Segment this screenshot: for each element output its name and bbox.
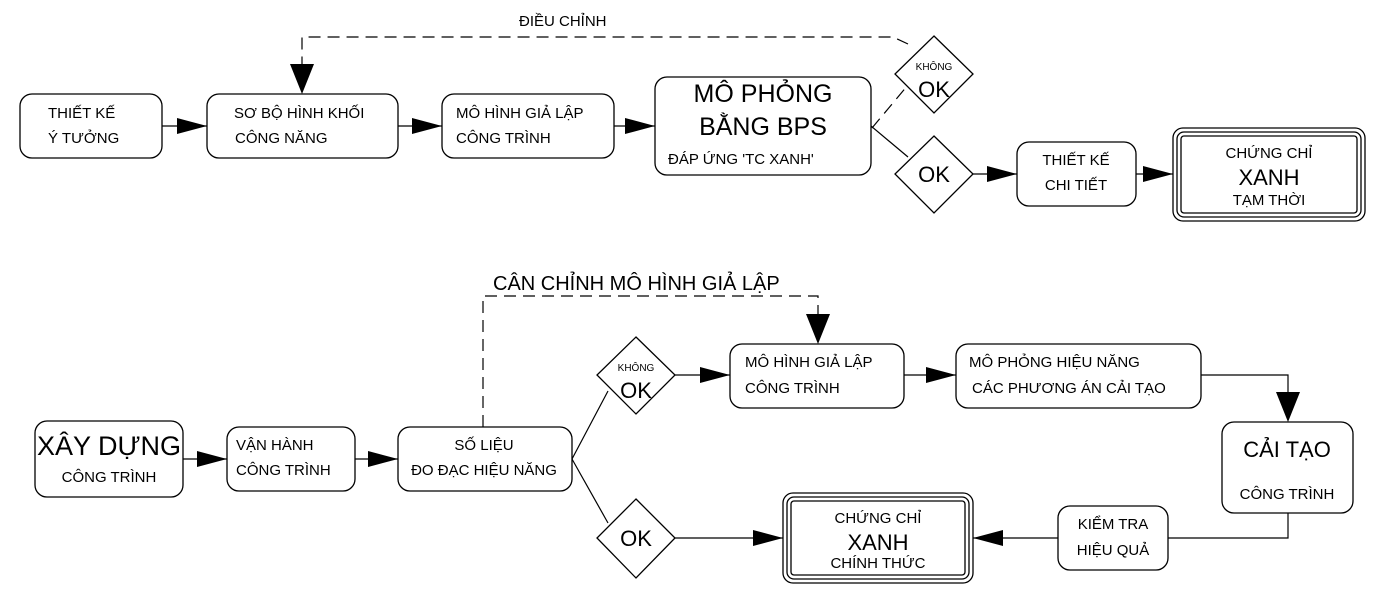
svg-text:CHÍNH THỨC: CHÍNH THỨC [830,555,925,572]
svg-text:CÔNG TRÌNH: CÔNG TRÌNH [745,380,840,397]
svg-text:KIỂM TRA: KIỂM TRA [1078,515,1149,533]
node-preliminary-massing[interactable]: SƠ BỘ HÌNH KHỐI CÔNG NĂNG [206,93,399,159]
calibration-loop-line [482,295,819,427]
svg-text:SỐ LIỆU: SỐ LIỆU [454,436,513,454]
decision-not-ok[interactable]: KHÔNG OK [894,35,974,114]
arrowhead [1276,392,1300,422]
node-performance-data[interactable]: SỐ LIỆU ĐO ĐẠC HIỆU NĂNG [397,426,573,492]
svg-text:HIỆU QUẢ: HIỆU QUẢ [1077,542,1150,559]
branch-ok-line [571,458,609,524]
calibration-arrowhead [806,314,830,344]
svg-text:CHỨNG CHỈ: CHỨNG CHỈ [835,510,922,527]
svg-text:MÔ PHỎNG HIỆU NĂNG: MÔ PHỎNG HIỆU NĂNG [969,353,1140,371]
svg-text:CÔNG TRÌNH: CÔNG TRÌNH [1240,486,1335,503]
svg-text:ĐÁP ỨNG 'TC XANH': ĐÁP ỨNG 'TC XANH' [668,151,814,168]
node-simulation-model[interactable]: MÔ HÌNH GIẢ LẬP CÔNG TRÌNH [441,93,615,159]
svg-text:OK: OK [620,526,652,551]
svg-text:CÔNG TRÌNH: CÔNG TRÌNH [456,130,551,147]
node-temp-certificate[interactable]: CHỨNG CHỈ XANH TẠM THỜI [1172,127,1366,222]
decision-ok-2[interactable]: OK [596,498,676,579]
svg-text:KHÔNG: KHÔNG [916,60,953,73]
svg-text:THIẾT KẾ: THIẾT KẾ [1042,152,1109,169]
branch-ok-line [870,125,909,158]
svg-text:XANH: XANH [1238,165,1299,190]
svg-text:XANH: XANH [847,530,908,555]
svg-text:CÔNG TRÌNH: CÔNG TRÌNH [236,462,331,479]
svg-text:OK: OK [918,77,950,102]
svg-text:BẰNG BPS: BẰNG BPS [699,112,827,141]
connector-line [1168,513,1289,539]
svg-text:OK: OK [918,162,950,187]
node-retrofit[interactable]: CẢI TẠO CÔNG TRÌNH [1221,421,1354,514]
svg-text:CHI TIẾT: CHI TIẾT [1045,177,1107,194]
svg-text:XÂY DỰNG: XÂY DỰNG [37,430,181,461]
feedback-arrowhead [290,64,314,94]
svg-text:THIẾT KẾ: THIẾT KẾ [48,105,115,122]
svg-text:KHÔNG: KHÔNG [618,361,655,374]
connector-line [1201,374,1289,392]
feedback-loop-line [301,36,909,129]
svg-text:CÁC PHƯƠNG ÁN CẢI TẠO: CÁC PHƯƠNG ÁN CẢI TẠO [972,380,1166,397]
svg-text:CÔNG TRÌNH: CÔNG TRÌNH [62,469,157,486]
svg-text:CÔNG NĂNG: CÔNG NĂNG [235,130,328,147]
node-operation[interactable]: VẬN HÀNH CÔNG TRÌNH [226,426,356,492]
svg-text:VẬN HÀNH: VẬN HÀNH [236,437,314,454]
svg-text:ĐO ĐẠC HIỆU NĂNG: ĐO ĐẠC HIỆU NĂNG [411,462,557,479]
node-effectiveness-check[interactable]: KIỂM TRA HIỆU QUẢ [1057,505,1169,571]
svg-text:SƠ BỘ HÌNH KHỐI: SƠ BỘ HÌNH KHỐI [234,104,364,122]
node-bps-simulation[interactable]: MÔ PHỎNG BẰNG BPS ĐÁP ỨNG 'TC XANH' [654,76,872,176]
node-detailed-design[interactable]: THIẾT KẾ CHI TIẾT [1016,141,1137,207]
feedback-label: ĐIỀU CHỈNH [519,13,607,30]
node-simulation-model-2[interactable]: MÔ HÌNH GIẢ LẬP CÔNG TRÌNH [729,343,905,409]
svg-text:MÔ HÌNH GIẢ LẬP: MÔ HÌNH GIẢ LẬP [745,354,873,371]
branch-not-ok-line [571,390,609,460]
svg-text:CHỨNG CHỈ: CHỨNG CHỈ [1226,145,1313,162]
svg-text:CẢI TẠO: CẢI TẠO [1243,437,1331,462]
decision-ok[interactable]: OK [894,135,974,214]
node-official-certificate[interactable]: CHỨNG CHỈ XANH CHÍNH THỨC [782,492,974,584]
svg-text:MÔ HÌNH GIẢ LẬP: MÔ HÌNH GIẢ LẬP [456,105,584,122]
svg-text:OK: OK [620,378,652,403]
svg-text:TẠM THỜI: TẠM THỜI [1233,192,1306,209]
svg-text:MÔ PHỎNG: MÔ PHỎNG [694,78,833,108]
node-construction[interactable]: XÂY DỰNG CÔNG TRÌNH [34,420,184,498]
calibration-label: CÂN CHỈNH MÔ HÌNH GIẢ LẬP [493,272,780,295]
svg-text:Ý TƯỞNG: Ý TƯỞNG [48,129,119,147]
decision-not-ok-2[interactable]: KHÔNG OK [596,336,676,415]
node-retrofit-simulation[interactable]: MÔ PHỎNG HIỆU NĂNG CÁC PHƯƠNG ÁN CẢI TẠO [955,343,1202,409]
node-concept-design[interactable]: THIẾT KẾ Ý TƯỞNG [19,93,163,159]
